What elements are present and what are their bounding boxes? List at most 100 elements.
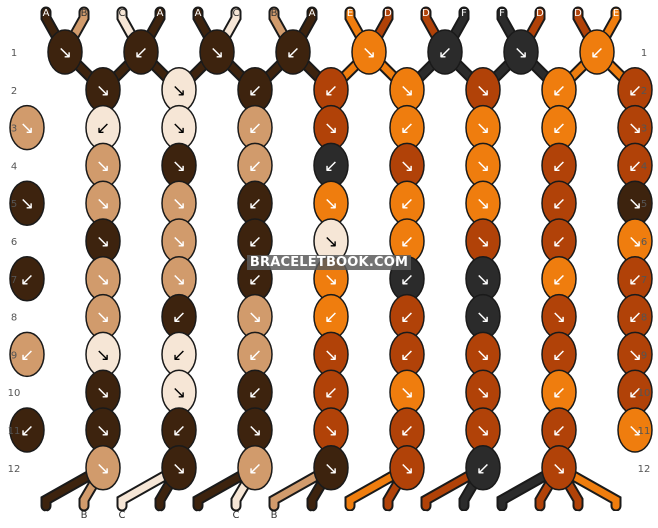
knot-arrow-icon: ↘ bbox=[96, 383, 110, 403]
knot bbox=[9, 331, 45, 378]
knot-arrow-icon: ↙ bbox=[400, 345, 414, 365]
row-number-right: 7 bbox=[641, 275, 647, 286]
knot bbox=[465, 445, 501, 491]
knot-arrow-icon: ↙ bbox=[248, 345, 262, 365]
knot-arrow-icon: ↙ bbox=[628, 270, 642, 290]
knot-arrow-icon: ↘ bbox=[324, 459, 338, 479]
row-number-left: 9 bbox=[11, 350, 17, 361]
knot-arrow-icon: ↙ bbox=[400, 270, 414, 290]
knot-arrow-icon: ↘ bbox=[172, 119, 186, 139]
bottom-thread bbox=[422, 464, 487, 510]
string-letter-top: D bbox=[422, 8, 430, 19]
knot-arrow-icon: ↙ bbox=[552, 81, 566, 101]
knot bbox=[313, 445, 349, 491]
knot-arrow-icon: ↘ bbox=[400, 156, 414, 176]
knot-arrow-icon: ↙ bbox=[552, 383, 566, 403]
knot-arrow-icon: ↙ bbox=[552, 232, 566, 252]
string-letter-bottom: D bbox=[422, 510, 430, 521]
string-letter-top: B bbox=[81, 8, 88, 19]
knot-arrow-icon: ↘ bbox=[96, 421, 110, 441]
string-letter-top: E bbox=[347, 8, 353, 19]
knot-arrow-icon: ↘ bbox=[324, 119, 338, 139]
row-number-right: 5 bbox=[641, 199, 647, 210]
knot-arrow-icon: ↘ bbox=[172, 194, 186, 214]
string-letter-top: A bbox=[195, 8, 202, 19]
knot-arrow-icon: ↘ bbox=[476, 232, 490, 252]
knot-arrow-icon: ↘ bbox=[172, 232, 186, 252]
knot-arrow-icon: ↙ bbox=[552, 156, 566, 176]
knot-arrow-icon: ↙ bbox=[172, 345, 186, 365]
knot-arrow-icon: ↘ bbox=[324, 194, 338, 214]
knot-arrow-icon: ↘ bbox=[628, 232, 642, 252]
string-letter-bottom: D bbox=[536, 510, 544, 521]
knot bbox=[161, 445, 197, 491]
knot-arrow-icon: ↘ bbox=[400, 383, 414, 403]
knot-arrow-icon: ↘ bbox=[476, 421, 490, 441]
string-letter-top: D bbox=[536, 8, 544, 19]
knot-arrow-icon: ↘ bbox=[362, 43, 376, 63]
bottom-thread bbox=[498, 464, 563, 510]
string-letter-top: D bbox=[574, 8, 582, 19]
knot-arrow-icon: ↙ bbox=[248, 194, 262, 214]
knot-arrow-icon: ↘ bbox=[552, 459, 566, 479]
knot-arrow-icon: ↘ bbox=[172, 383, 186, 403]
knot-arrow-icon: ↙ bbox=[248, 119, 262, 139]
knot-arrow-icon: ↙ bbox=[248, 232, 262, 252]
row-number-right: 11 bbox=[638, 426, 651, 437]
knot bbox=[579, 29, 615, 75]
string-letter-bottom: B bbox=[271, 510, 278, 521]
knot-arrow-icon: ↙ bbox=[552, 119, 566, 139]
knot-arrow-icon: ↘ bbox=[96, 308, 110, 328]
row-number-right: 9 bbox=[641, 350, 647, 361]
row-number-left: 7 bbox=[11, 275, 17, 286]
string-letter-bottom: D bbox=[574, 510, 582, 521]
knot-arrow-icon: ↙ bbox=[552, 270, 566, 290]
knot-arrow-icon: ↙ bbox=[400, 308, 414, 328]
knot-arrow-icon: ↘ bbox=[476, 308, 490, 328]
knot-arrow-icon: ↙ bbox=[628, 383, 642, 403]
bottom-thread bbox=[346, 464, 411, 510]
knot-arrow-icon: ↙ bbox=[20, 270, 34, 290]
knot bbox=[427, 29, 463, 75]
row-number-right: 12 bbox=[638, 464, 651, 475]
knot-arrow-icon: ↘ bbox=[172, 156, 186, 176]
row-number-right: 6 bbox=[641, 237, 647, 248]
string-letter-bottom: F bbox=[461, 510, 467, 521]
string-letter-top: F bbox=[499, 8, 505, 19]
bottom-thread bbox=[194, 464, 259, 510]
string-letter-bottom: E bbox=[613, 510, 619, 521]
string-letter-top: C bbox=[233, 8, 240, 19]
knot-arrow-icon: ↘ bbox=[248, 308, 262, 328]
knot-arrow-icon: ↘ bbox=[476, 119, 490, 139]
knot-arrow-icon: ↙ bbox=[400, 421, 414, 441]
knot bbox=[275, 29, 311, 75]
knot-arrow-icon: ↙ bbox=[324, 308, 338, 328]
bottom-thread bbox=[42, 464, 107, 510]
bottom-thread bbox=[555, 464, 620, 510]
knot bbox=[9, 104, 45, 151]
knot-grid: ↘ ↙ ↘ ↙ ↘ ↙ ↘ ↙ ↘ ↘ ↙ ↙ ↘ ↘ ↙ ↙ ↘ ↙ ↘ ↙ ↘ ↙ ↘ ↙ ↘ ↘ ↘ ↙ ↙ ↘ ↘ ↙ ↙ ↘ ↘ ↘ ↙ ↘ ↙ ↘… bbox=[9, 29, 653, 491]
knot-arrow-icon: ↙ bbox=[248, 156, 262, 176]
knot-arrow-icon: ↙ bbox=[248, 459, 262, 479]
knot-arrow-icon: ↘ bbox=[96, 194, 110, 214]
knot-arrow-icon: ↘ bbox=[628, 194, 642, 214]
knot-arrow-icon: ↘ bbox=[324, 270, 338, 290]
knot-arrow-icon: ↘ bbox=[210, 43, 224, 63]
knot-arrow-icon: ↙ bbox=[248, 81, 262, 101]
knot-arrow-icon: ↙ bbox=[96, 119, 110, 139]
string-letter-bottom: A bbox=[195, 510, 202, 521]
string-letter-bottom: E bbox=[347, 510, 353, 521]
knot-arrow-icon: ↘ bbox=[476, 194, 490, 214]
string-letter-bottom: A bbox=[43, 510, 50, 521]
knot-arrow-icon: ↘ bbox=[514, 43, 528, 63]
knot-arrow-icon: ↘ bbox=[476, 270, 490, 290]
knot-arrow-icon: ↘ bbox=[172, 270, 186, 290]
knot-arrow-icon: ↘ bbox=[20, 194, 34, 214]
string-letter-bottom: B bbox=[81, 510, 88, 521]
row-number-left: 5 bbox=[11, 199, 17, 210]
knot bbox=[85, 445, 121, 491]
string-letter-bottom: A bbox=[157, 510, 164, 521]
row-number-left: 12 bbox=[8, 464, 21, 475]
